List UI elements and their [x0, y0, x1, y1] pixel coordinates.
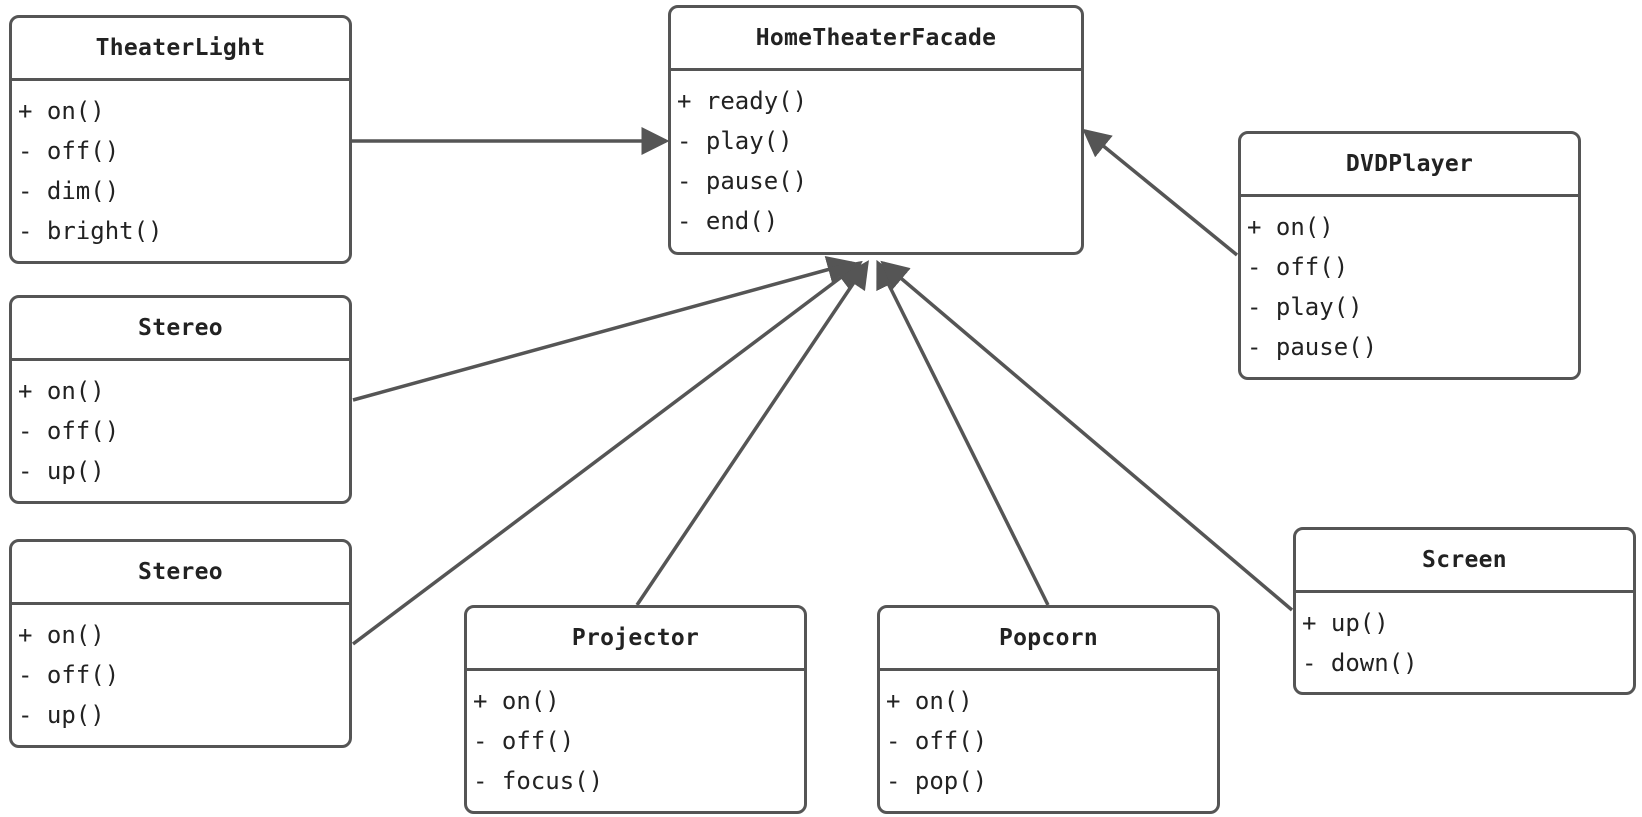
stereo-2-method: - off()	[18, 661, 120, 689]
stereo-2-method-list: + on() - off() - up()	[12, 605, 349, 740]
edge-stereo-1-to-facade	[352, 255, 856, 402]
stereo-1-class-box: Stereo + on() - off() - up()	[9, 295, 352, 504]
edge-screen-to-facade	[880, 260, 1294, 612]
theaterlight-method: - bright()	[18, 217, 163, 245]
stereo-1-method-list: + on() - off() - up()	[12, 361, 349, 496]
screen-class-box: Screen + up() - down()	[1293, 527, 1636, 695]
dvdplayer-method: - pause()	[1247, 333, 1378, 361]
facade-method-list: + ready() - play() - pause() - end()	[671, 71, 1081, 246]
popcorn-method: - off()	[886, 727, 988, 755]
stereo-2-class-box: Stereo + on() - off() - up()	[9, 539, 352, 748]
popcorn-method: + on()	[886, 687, 973, 715]
facade-method: + ready()	[677, 87, 808, 115]
facade-class-box: HomeTheaterFacade + ready() - play() - p…	[668, 5, 1084, 255]
theaterlight-method: + on()	[18, 97, 105, 125]
edge-stereo-2-to-facade	[351, 260, 863, 646]
dvdplayer-method: - off()	[1247, 253, 1349, 281]
facade-method: - end()	[677, 207, 779, 235]
edge-dvdplayer-to-facade	[1082, 128, 1239, 257]
screen-method: + up()	[1302, 609, 1389, 637]
screen-method: - down()	[1302, 649, 1418, 677]
facade-method: - play()	[677, 127, 793, 155]
stereo-2-class-name: Stereo	[12, 542, 349, 605]
stereo-1-method: - up()	[18, 457, 105, 485]
projector-method: - off()	[473, 727, 575, 755]
projector-method-list: + on() - off() - focus()	[467, 671, 804, 806]
stereo-2-method: + on()	[18, 621, 105, 649]
edge-popcorn-to-facade	[876, 259, 1050, 606]
facade-method: - pause()	[677, 167, 808, 195]
dvdplayer-class-box: DVDPlayer + on() - off() - play() - paus…	[1238, 131, 1581, 380]
projector-class-box: Projector + on() - off() - focus()	[464, 605, 807, 814]
popcorn-method: - pop()	[886, 767, 988, 795]
screen-method-list: + up() - down()	[1296, 593, 1633, 688]
facade-class-name: HomeTheaterFacade	[671, 8, 1081, 71]
popcorn-method-list: + on() - off() - pop()	[880, 671, 1217, 806]
theaterlight-method: - dim()	[18, 177, 120, 205]
popcorn-class-name: Popcorn	[880, 608, 1217, 671]
projector-method: + on()	[473, 687, 560, 715]
theaterlight-method-list: + on() - off() - dim() - bright()	[12, 81, 349, 256]
dvdplayer-method: - play()	[1247, 293, 1363, 321]
theaterlight-class-name: TheaterLight	[12, 18, 349, 81]
stereo-1-method: - off()	[18, 417, 120, 445]
theaterlight-method: - off()	[18, 137, 120, 165]
edge-projector-to-facade	[635, 260, 869, 606]
popcorn-class-box: Popcorn + on() - off() - pop()	[877, 605, 1220, 814]
dvdplayer-method-list: + on() - off() - play() - pause()	[1241, 197, 1578, 372]
screen-class-name: Screen	[1296, 530, 1633, 593]
stereo-1-method: + on()	[18, 377, 105, 405]
dvdplayer-class-name: DVDPlayer	[1241, 134, 1578, 197]
dvdplayer-method: + on()	[1247, 213, 1334, 241]
projector-method: - focus()	[473, 767, 604, 795]
projector-class-name: Projector	[467, 608, 804, 671]
stereo-1-class-name: Stereo	[12, 298, 349, 361]
theaterlight-class-box: TheaterLight + on() - off() - dim() - br…	[9, 15, 352, 264]
stereo-2-method: - up()	[18, 701, 105, 729]
